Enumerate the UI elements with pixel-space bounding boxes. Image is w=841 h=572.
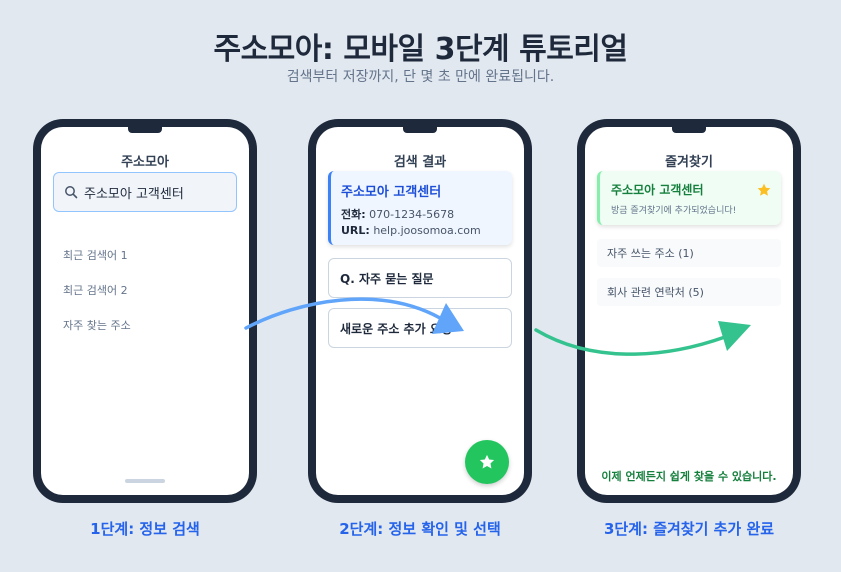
favorite-folder-item[interactable]: 자주 쓰는 주소 (1) <box>597 239 781 267</box>
search-input[interactable] <box>84 184 224 200</box>
add-address-request-option[interactable]: 새로운 주소 추가 요청 <box>328 308 512 348</box>
phone-step-2: 검색 결과 주소모아 고객센터 전화: 070-1234-5678 URL: h… <box>308 119 532 503</box>
step-label-1: 1단계: 정보 검색 <box>90 520 200 538</box>
result-url: URL: help.joosomoa.com <box>341 224 481 237</box>
favorite-name: 주소모아 고객센터 <box>611 183 704 197</box>
favorite-folder-item[interactable]: 회사 관련 연락처 (5) <box>597 278 781 306</box>
phone-notch <box>403 127 437 133</box>
step-label-3: 3단계: 즐겨찾기 추가 완료 <box>603 520 775 538</box>
recent-search-item[interactable]: 최근 검색어 2 <box>63 284 128 297</box>
step-label-2: 2단계: 정보 확인 및 선택 <box>339 520 501 538</box>
phone-notch <box>128 127 162 133</box>
favorite-card[interactable]: 주소모아 고객센터 방금 즐겨찾기에 추가되었습니다! <box>597 171 781 225</box>
search-bar[interactable] <box>53 172 237 212</box>
phone-notch <box>672 127 706 133</box>
screen-title: 즐겨찾기 <box>665 155 713 170</box>
phone-screen: 즐겨찾기 주소모아 고객센터 방금 즐겨찾기에 추가되었습니다! 자주 쓰는 주… <box>585 127 793 495</box>
phone-screen: 주소모아 최근 검색어 1 최근 검색어 2 자주 찾는 주소 <box>41 127 249 495</box>
result-name: 주소모아 고객센터 <box>341 185 442 200</box>
star-icon <box>757 183 771 196</box>
phone-step-3: 즐겨찾기 주소모아 고객센터 방금 즐겨찾기에 추가되었습니다! 자주 쓰는 주… <box>577 119 801 503</box>
page-title: 주소모아: 모바일 3단계 튜토리얼 <box>213 32 628 67</box>
search-result-card[interactable]: 주소모아 고객센터 전화: 070-1234-5678 URL: help.jo… <box>328 171 512 245</box>
faq-option[interactable]: Q. 자주 묻는 질문 <box>328 258 512 298</box>
app-title: 주소모아 <box>121 155 169 170</box>
home-indicator <box>125 479 165 483</box>
favorite-added-message: 방금 즐겨찾기에 추가되었습니다! <box>611 206 737 216</box>
recent-search-item[interactable]: 자주 찾는 주소 <box>63 319 131 332</box>
add-favorite-button[interactable] <box>465 440 509 484</box>
page-subtitle: 검색부터 저장까지, 단 몇 초 만에 완료됩니다. <box>286 69 555 85</box>
phone-screen: 검색 결과 주소모아 고객센터 전화: 070-1234-5678 URL: h… <box>316 127 524 495</box>
star-icon <box>479 454 495 469</box>
recent-search-item[interactable]: 최근 검색어 1 <box>63 249 128 262</box>
search-icon <box>65 186 78 199</box>
phone-step-1: 주소모아 최근 검색어 1 최근 검색어 2 자주 찾는 주소 <box>33 119 257 503</box>
completion-message: 이제 언제든지 쉽게 찾을 수 있습니다. <box>601 470 777 483</box>
result-phone: 전화: 070-1234-5678 <box>341 208 455 221</box>
screen-title: 검색 결과 <box>393 155 447 170</box>
